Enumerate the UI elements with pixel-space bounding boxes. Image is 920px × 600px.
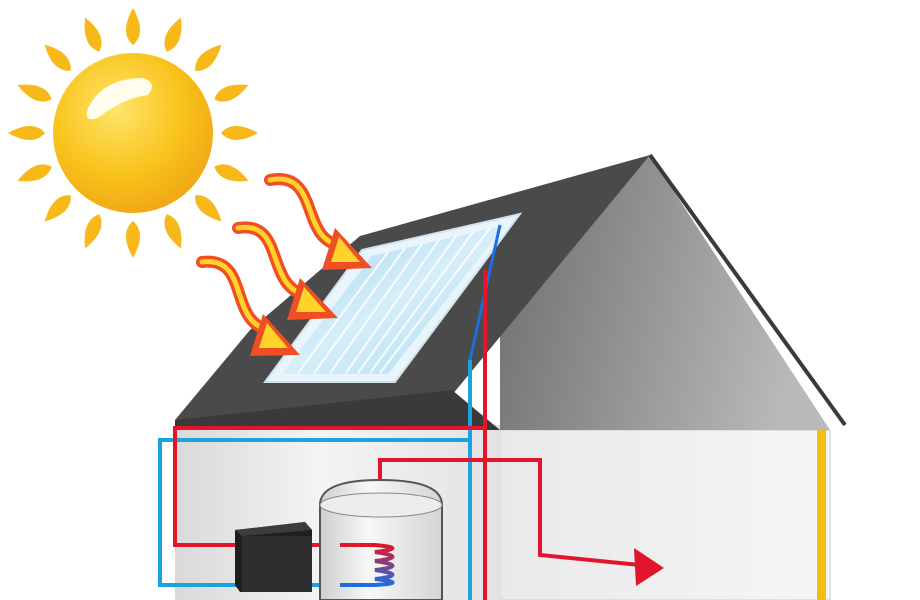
sun-highlight: [86, 78, 152, 120]
heat-ray-arrow-icon: [264, 173, 372, 270]
solar-panel-glass: [282, 225, 505, 374]
sun-rays: [8, 8, 258, 258]
drain-pipe: [817, 430, 826, 600]
heat-rays: [196, 173, 372, 356]
roof-edge-line: [648, 153, 847, 427]
solar-panel-icon: [263, 212, 523, 383]
piping: [158, 224, 641, 600]
hot-water-output-pipe: [378, 458, 641, 567]
roof-eave: [175, 390, 500, 430]
house-gable: [500, 155, 830, 430]
sun-body: [53, 53, 213, 213]
solar-panel-tubes: [297, 227, 491, 374]
heat-ray-arrow-icon: [196, 255, 300, 356]
hot-water-output-arrow-icon: [634, 548, 664, 586]
sun-icon: [8, 8, 258, 258]
hot-pipe-loop: [173, 426, 485, 547]
hot-water-tank-icon: [319, 478, 443, 600]
heating-coil-icon: [340, 543, 395, 587]
heat-ray-arrow-icon: [232, 221, 338, 320]
house-right-wall: [499, 429, 831, 600]
cold-pipe-loop: [158, 438, 470, 587]
pump-controller-icon: [235, 522, 312, 592]
tank-top: [319, 492, 443, 518]
